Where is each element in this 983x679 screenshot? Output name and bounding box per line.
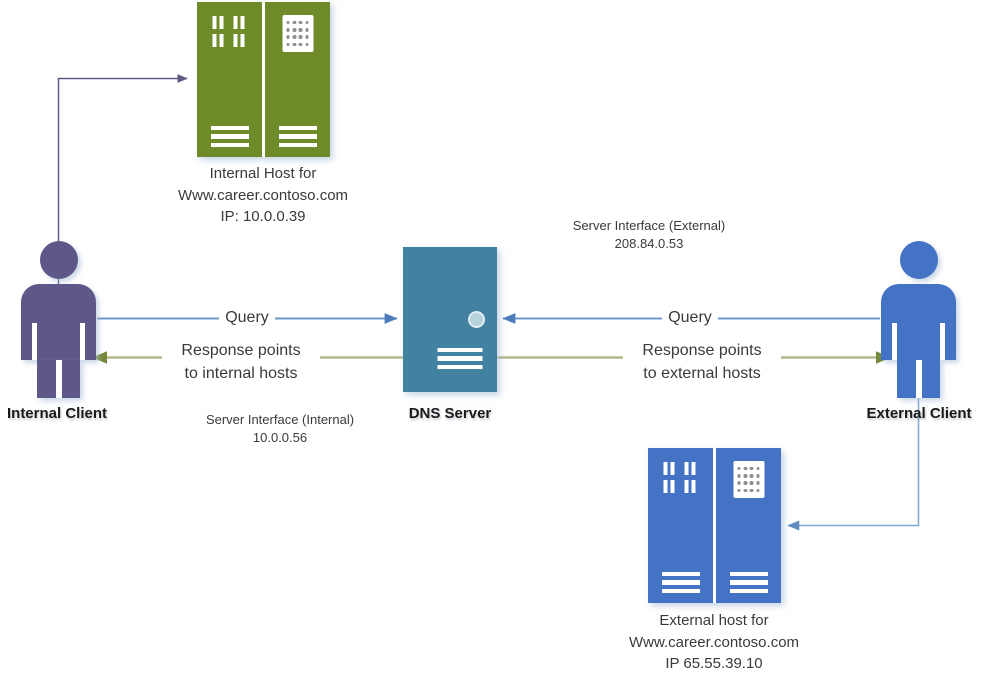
vent-bars-pattern [212,16,247,47]
drive-slats-pattern [210,125,249,147]
dns-server-label: DNS Server [408,405,492,422]
server-interface-internal-label: Server Interface (Internal) 10.0.0.56 [180,411,380,447]
dot-grid-pattern [282,15,313,52]
internal-query-label: Query [219,307,275,329]
internal-host-label-line2: Www.career.contoso.com [177,186,349,204]
external-host-label-line1: External host for [659,612,769,629]
internal-host-icon [197,2,330,157]
internal-client-icon [21,241,96,398]
external-host-label-line3: IP 65.55.39.10 [665,655,763,672]
power-indicator-icon [468,311,485,328]
server-interface-external-line1: Server Interface (External) [572,218,726,233]
server-interface-internal-line2: 10.0.0.56 [252,430,308,445]
internal-response-line2: to internal hosts [184,365,298,382]
external-host-icon [648,448,781,603]
external-response-line1: Response points [642,342,762,359]
drive-slats-pattern [729,571,768,593]
external-query-label: Query [662,307,718,329]
rack-panel [716,448,781,603]
person-head [39,241,78,279]
vent-bars-pattern [663,462,698,493]
external-host-label-line2: Www.career.contoso.com [628,633,800,651]
server-interface-internal-line1: Server Interface (Internal) [205,412,355,427]
dot-grid-pattern [733,461,764,498]
internal-client-label: Internal Client [6,405,107,422]
drive-slats-pattern [437,347,483,369]
client-to-external-host-connector [787,335,920,531]
rack-panel [265,2,330,157]
external-host-label: External host for Www.career.contoso.com… [604,610,824,675]
internal-host-label-line3: IP: 10.0.0.39 [220,208,306,225]
drive-slats-pattern [661,571,700,593]
person-head [899,241,938,279]
internal-response-line1: Response points [181,342,301,359]
external-response-label: Response points to external hosts [623,339,781,385]
rack-panel [197,2,262,157]
drive-slats-pattern [278,125,317,147]
rack-panel [648,448,713,603]
server-interface-external-line2: 208.84.0.53 [614,236,684,251]
internal-host-label-line1: Internal Host for [209,165,317,182]
server-interface-external-label: Server Interface (External) 208.84.0.53 [549,217,749,253]
external-client-label: External Client [866,405,972,422]
external-response-line2: to external hosts [643,365,761,382]
client-to-internal-host-connector [57,74,188,310]
external-client-icon [881,241,956,398]
internal-host-label: Internal Host for Www.career.contoso.com… [153,163,373,228]
dns-server-icon [403,247,497,392]
internal-response-label: Response points to internal hosts [162,339,320,385]
